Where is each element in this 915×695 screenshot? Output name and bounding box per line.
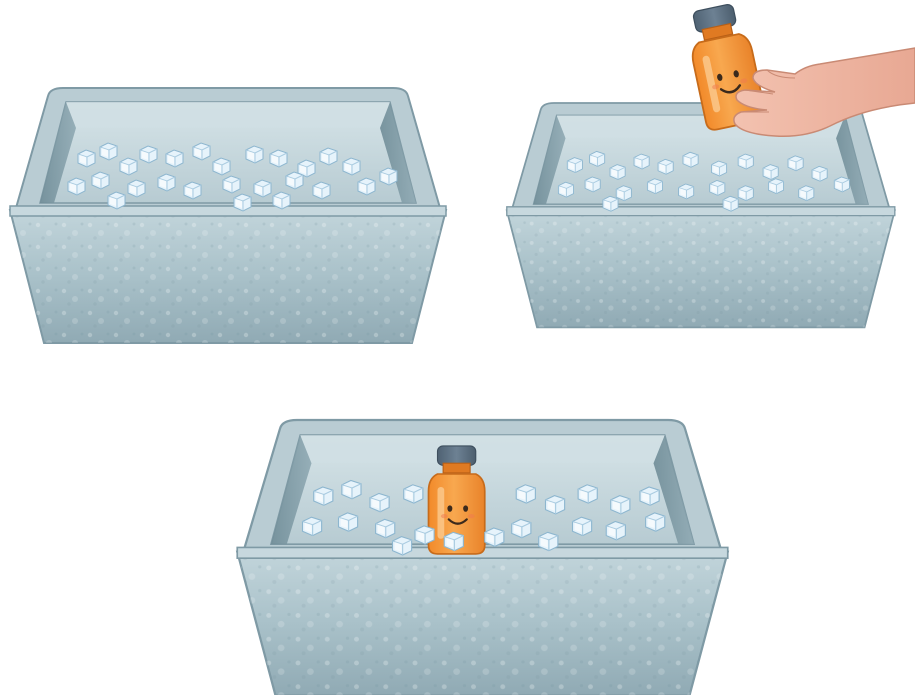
- ice-box-icon: [507, 103, 895, 327]
- step-1-cooler-with-ice: [8, 88, 448, 348]
- hand-icon: [734, 48, 915, 136]
- step-3-bottle-in-ice: [235, 418, 730, 695]
- cooler-with-hand-illustration: [505, 8, 915, 338]
- cooler-illustration: [8, 88, 448, 348]
- ice-box-icon: [237, 420, 728, 695]
- step-2-placing-bottle: [505, 8, 915, 338]
- cooler-with-bottle-illustration: [235, 418, 730, 695]
- ice-box-icon: [10, 88, 446, 343]
